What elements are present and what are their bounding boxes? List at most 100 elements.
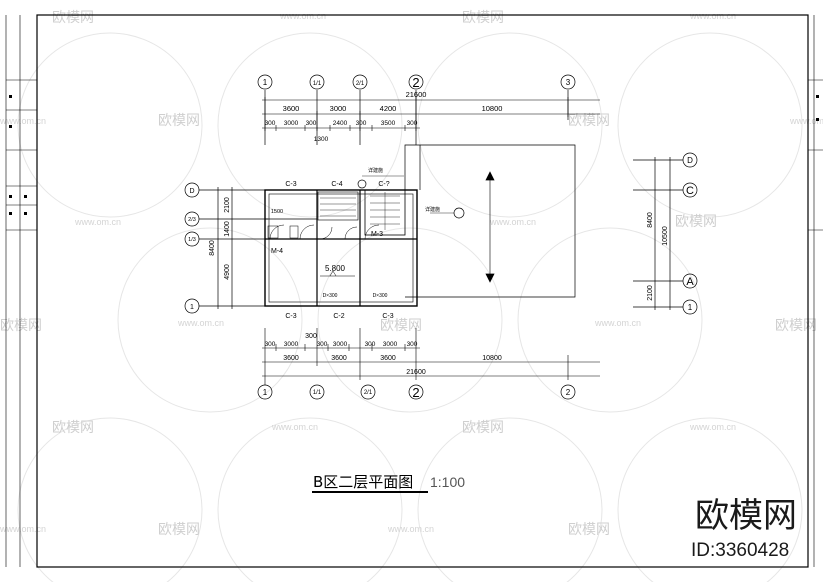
watermark-url: www.om.cn	[594, 318, 641, 328]
axis-label: 1	[263, 388, 268, 397]
axis-label: 1/3	[188, 237, 196, 243]
watermark-url: www.om.cn	[0, 116, 46, 126]
dim: 300	[365, 341, 376, 348]
dim: 3600	[283, 104, 300, 113]
right-axis-group	[633, 152, 698, 315]
right-axis-labels: D C A 1	[686, 156, 694, 312]
dim: 3500	[381, 120, 396, 127]
dim: 300	[407, 120, 418, 127]
watermark-url: www.om.cn	[689, 11, 736, 21]
watermark-url: www.om.cn	[74, 217, 121, 227]
dim: 1400	[224, 221, 231, 237]
watermark-url: www.om.cn	[279, 11, 326, 21]
watermark-url: www.om.cn	[489, 217, 536, 227]
watermark-brand: 欧模网	[675, 214, 717, 230]
note: D×300	[373, 293, 388, 299]
axis-label: 1/1	[313, 81, 322, 87]
bottom-dimensions	[262, 328, 600, 385]
watermark-brand: 欧模网	[775, 318, 817, 334]
watermark-brand: 欧模网	[0, 318, 42, 334]
watermark-url: www.om.cn	[689, 422, 736, 432]
sheet-frame	[5, 14, 823, 568]
watermark-url: www.om.cn	[0, 524, 46, 534]
bottom-axis-labels: 1 1/1 2/1 2 2	[263, 385, 571, 400]
watermark-brand: 欧模网	[568, 522, 610, 538]
axis-label: D	[687, 156, 693, 165]
dim: 300	[407, 341, 418, 348]
dim-total: 21600	[406, 369, 426, 376]
dim: 10500	[662, 226, 669, 246]
axis-label: 2/1	[364, 390, 373, 396]
dim: 3000	[383, 341, 398, 348]
axis-label: D	[189, 188, 194, 195]
left-dimension-text: 2100 1400 8400 4900	[209, 197, 231, 280]
bottom-dimension-text: 300 300 3000 300 3000 300 3000 300 3600 …	[265, 333, 502, 376]
window-label: C-3	[285, 313, 296, 320]
axis-label: 1	[190, 304, 194, 311]
axis-label: 2/3	[188, 217, 196, 223]
note: D×300	[323, 293, 338, 299]
window-label: C-4	[331, 181, 342, 188]
drawing-scale: 1:100	[430, 474, 465, 490]
window-label: C-3	[285, 181, 296, 188]
dim: 300	[356, 120, 367, 127]
axis-label: A	[686, 276, 694, 288]
level-label: 5.800	[325, 264, 346, 273]
watermark-brand: 欧模网	[158, 113, 200, 129]
drawing-title-block: B区二层平面图 1:100	[312, 473, 465, 493]
dim: 8400	[209, 240, 216, 256]
dim: 2100	[647, 285, 654, 301]
axis-label: 1/1	[313, 390, 322, 396]
axis-label: 2	[566, 388, 571, 397]
floor-plan	[264, 189, 418, 307]
dim: 10800	[482, 104, 503, 113]
watermark-brand: 欧模网	[158, 522, 200, 538]
dim: 300	[265, 341, 276, 348]
title-strip-marks	[9, 95, 819, 215]
window-label: C-?	[378, 181, 389, 188]
dim: 1500	[271, 209, 283, 215]
axis-label: 1	[688, 303, 693, 312]
door-label: M-3	[371, 231, 383, 238]
watermark-text-layer: 欧模网 www.om.cn 欧模网 www.om.cn www.om.cn 欧模…	[0, 10, 823, 538]
dim: 4900	[224, 264, 231, 280]
room-labels: C-3 C-4 C-? C-3 C-2 C-3 M-4 M-3 5.800 D×…	[271, 167, 440, 320]
drawing-title: B区二层平面图	[313, 473, 413, 491]
dim: 4200	[380, 104, 397, 113]
dim: 3600	[283, 355, 299, 362]
axis-label: 1	[263, 78, 268, 87]
window-label: C-3	[382, 313, 393, 320]
dim: 3600	[331, 355, 347, 362]
bottom-axis-group	[257, 384, 576, 400]
axis-label: 2/1	[356, 81, 365, 87]
top-axis-labels: 1 1/1 2/1 2 3	[263, 75, 571, 90]
axis-label: 2	[412, 75, 419, 90]
dim: 1300	[314, 136, 329, 143]
watermark-url: www.om.cn	[177, 318, 224, 328]
watermark-layer	[17, 32, 803, 582]
note: 详建施	[368, 167, 383, 174]
axis-label: 2	[412, 385, 419, 400]
dim: 3600	[380, 355, 396, 362]
dim: 2100	[224, 197, 231, 213]
dim: 3000	[330, 104, 347, 113]
dim: 8400	[647, 212, 654, 228]
door-label: M-4	[271, 248, 283, 255]
watermark-url: www.om.cn	[387, 524, 434, 534]
roof-outline	[357, 144, 576, 298]
dim: 3000	[284, 341, 299, 348]
axis-label: C	[686, 185, 694, 197]
watermark-brand: 欧模网	[568, 113, 610, 129]
watermark-brand: 欧模网	[462, 10, 504, 26]
watermark-brand: 欧模网	[52, 420, 94, 436]
dim: 300	[265, 120, 276, 127]
left-axis-group	[184, 182, 268, 314]
stamp-id: ID:3360428	[691, 540, 789, 561]
dim: 300	[306, 120, 317, 127]
left-axis-labels: D 2/3 1/3 1	[188, 188, 196, 311]
dim: 3000	[333, 341, 348, 348]
axis-label: 3	[566, 78, 571, 87]
dim: 300	[317, 341, 328, 348]
top-dimensions	[262, 97, 600, 131]
